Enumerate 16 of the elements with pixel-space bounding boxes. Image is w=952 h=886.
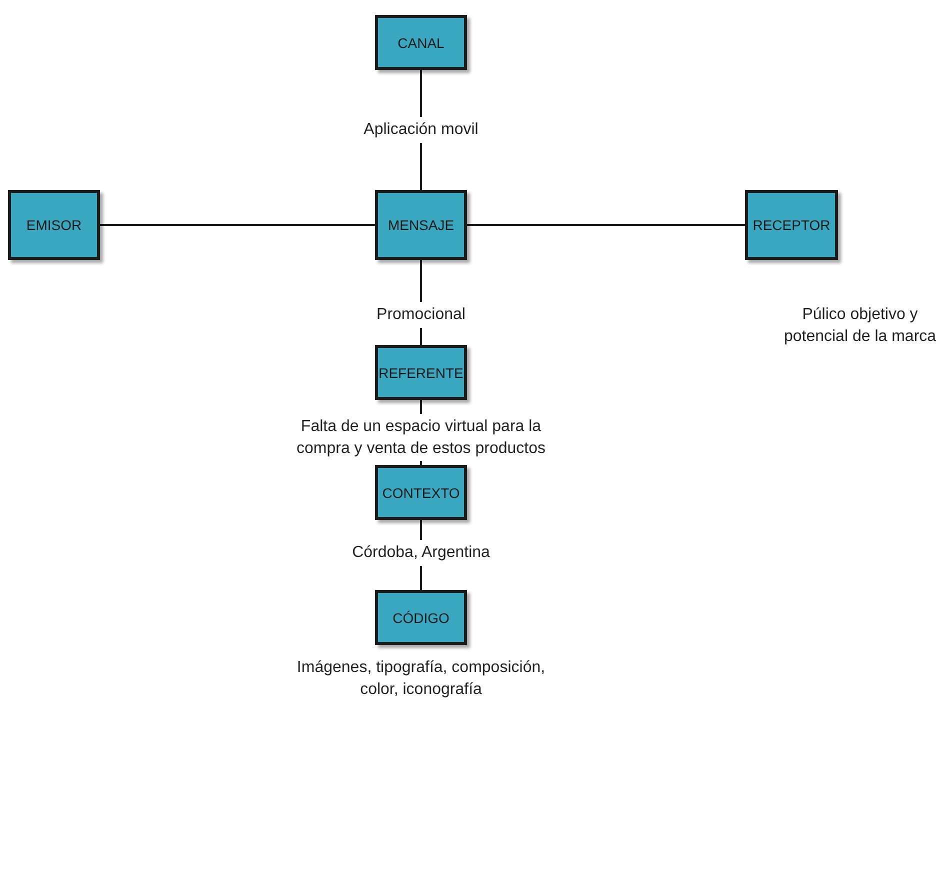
box-label: CANAL [398, 34, 444, 50]
process-box [375, 465, 467, 520]
box-label: MENSAJE [388, 217, 454, 233]
box-label: CÓDIGO [392, 610, 450, 626]
process-box [375, 590, 467, 645]
process-box [375, 190, 467, 260]
box-label: CONTEXTO [382, 484, 460, 500]
box-label: EMISOR [26, 217, 82, 233]
connector-line [467, 224, 745, 226]
connector-line [100, 224, 375, 226]
process-box [745, 190, 838, 260]
box-label: RECEPTOR [752, 217, 830, 233]
process-box [375, 345, 467, 400]
process-box [8, 190, 100, 260]
box-label: REFERENTE [378, 364, 464, 380]
process-box [375, 15, 467, 70]
